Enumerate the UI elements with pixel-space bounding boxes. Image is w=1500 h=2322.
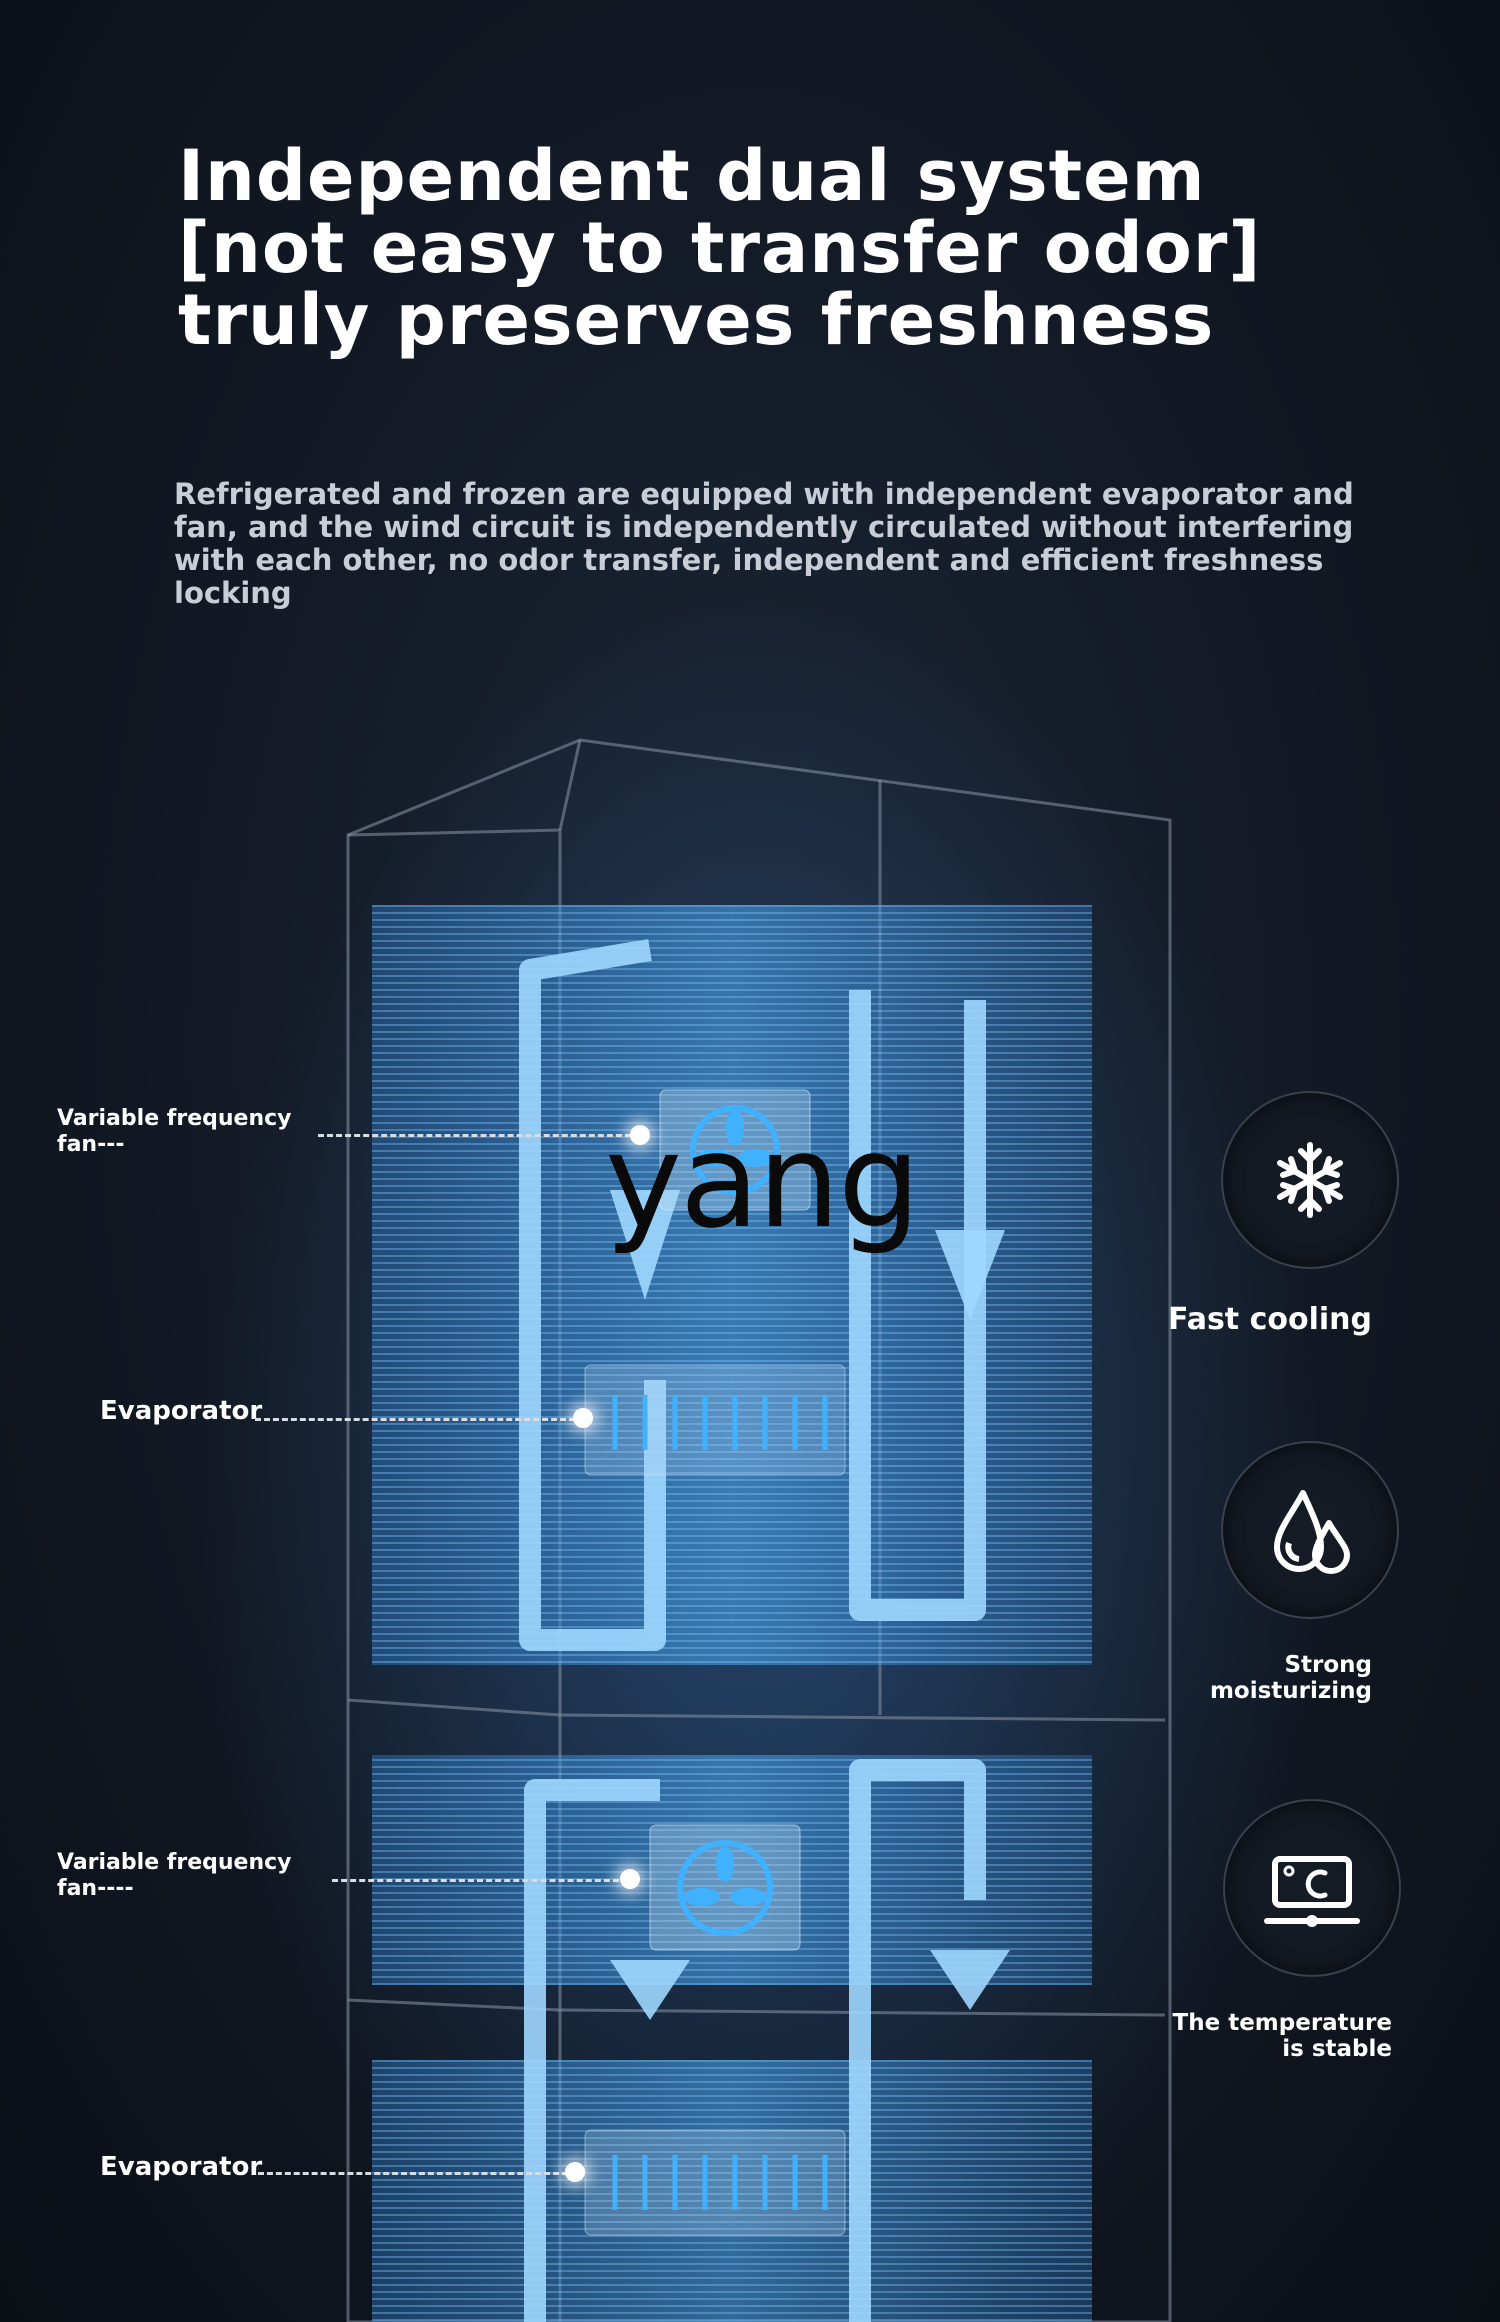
marker-lower-evaporator	[565, 2162, 585, 2182]
callout-upper-fan-line1: Variable frequency	[57, 1106, 292, 1131]
page-title: Independent dual system [not easy to tra…	[178, 135, 1262, 361]
snowflake-icon	[1277, 1142, 1343, 1218]
callout-lower-fan: Variable frequency fan----	[57, 1850, 292, 1902]
page-subtitle: Refrigerated and frozen are equipped wit…	[174, 477, 1354, 610]
feature-fast-cooling-label: Fast cooling	[1167, 1302, 1372, 1337]
feature-fast-cooling-badge	[1221, 1091, 1399, 1269]
callout-upper-evaporator: Evaporator	[100, 1396, 263, 1426]
marker-upper-evaporator	[573, 1408, 593, 1428]
watermark-text: yang	[605, 1105, 921, 1257]
callout-upper-fan-line2: fan---	[57, 1132, 125, 1157]
water-drops-icon	[1274, 1490, 1350, 1574]
leader-upper-evaporator	[255, 1418, 575, 1421]
leader-upper-fan	[318, 1134, 640, 1137]
feature-temperature-line1: The temperature	[1172, 2010, 1392, 2036]
thermometer-display-icon	[1264, 1856, 1360, 1927]
leader-lower-fan	[332, 1879, 628, 1882]
feature-moisturizing-label: Strong moisturizing	[1150, 1652, 1372, 1704]
feature-moisturizing-line2: moisturizing	[1209, 1678, 1372, 1704]
leader-lower-evaporator	[258, 2172, 568, 2175]
marker-upper-fan	[630, 1125, 650, 1145]
callout-upper-fan: Variable frequency fan---	[57, 1106, 292, 1158]
feature-temperature-line2: is stable	[1282, 2036, 1392, 2062]
feature-temperature-badge	[1223, 1799, 1401, 1977]
feature-temperature-label: The temperature is stable	[1130, 2010, 1392, 2062]
feature-moisturizing-badge	[1221, 1441, 1399, 1619]
feature-moisturizing-line1: Strong	[1284, 1652, 1372, 1678]
callout-lower-fan-line1: Variable frequency	[57, 1850, 292, 1875]
marker-lower-fan	[620, 1869, 640, 1889]
callout-lower-fan-line2: fan----	[57, 1876, 134, 1901]
callout-lower-evaporator: Evaporator	[100, 2152, 263, 2182]
